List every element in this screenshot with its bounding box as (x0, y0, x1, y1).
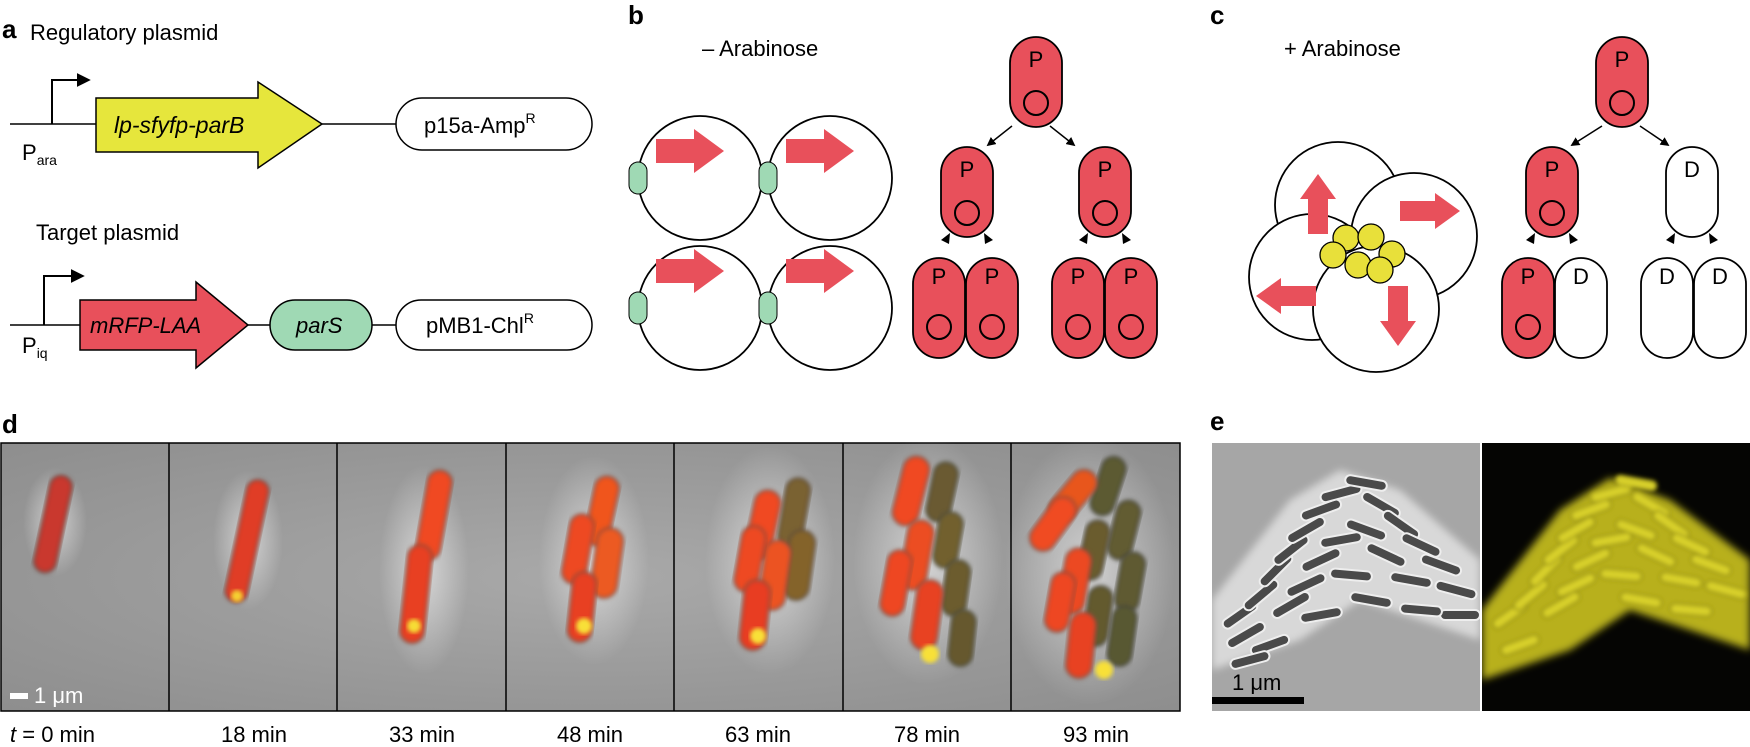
timelapse-frame-78min (853, 435, 1003, 685)
cell-gen1-right: D (1665, 146, 1719, 238)
timelapse-frame-48min (539, 455, 649, 665)
cell-gen2: P (1051, 257, 1105, 359)
svg-text:D: D (1573, 264, 1589, 289)
target-gene-arrow (79, 280, 250, 370)
panel-e-scale-label: 1 μm (1232, 670, 1281, 695)
cell-gen1-right: P (1078, 146, 1132, 238)
panel-e-letter: e (1210, 406, 1224, 436)
panel-b: b – Arabinose (628, 0, 1158, 371)
plasmid-circle (758, 115, 893, 241)
svg-text:D: D (1659, 264, 1675, 289)
cell-gen2: P (1501, 257, 1555, 359)
timelapse-frame-63min (705, 445, 835, 675)
panel-e-scale-bar (1212, 697, 1304, 704)
time-label-0: t = 0 min (10, 722, 95, 747)
pars-site-label: parS (295, 313, 343, 338)
time-label-5: 78 min (894, 722, 960, 747)
panel-c-letter: c (1210, 0, 1224, 30)
cell-gen2: P (965, 257, 1019, 359)
svg-text:P: P (1071, 264, 1086, 289)
svg-text:P: P (985, 264, 1000, 289)
svg-text:D: D (1712, 264, 1728, 289)
cell-gen2: D (1693, 257, 1747, 359)
panel-d-scale-bar (10, 693, 28, 699)
panel-a-letter: a (2, 14, 17, 44)
cell-gen0: P (1595, 36, 1649, 128)
target-backbone-label: pMB1-ChlR (426, 310, 534, 338)
cell-gen1-left: P (1525, 146, 1579, 238)
target-backbone-box (395, 299, 593, 351)
panel-a: a Regulatory plasmid Para lp-sfyfp-parB … (2, 14, 593, 370)
target-plasmid-title: Target plasmid (36, 220, 179, 245)
target-gene-label: mRFP-LAA (90, 313, 201, 338)
target-promoter-arrow (43, 269, 85, 325)
fluorescence-image (1482, 443, 1750, 711)
svg-text:P: P (1124, 264, 1139, 289)
cell-gen1-left: P (940, 146, 994, 238)
time-label-3: 48 min (557, 722, 623, 747)
panel-e: e (1210, 406, 1750, 711)
regulatory-backbone-label: p15a-AmpR (424, 110, 536, 138)
panel-d-scale-label: 1 μm (34, 683, 83, 708)
time-label-6: 93 min (1063, 722, 1129, 747)
regulatory-backbone-box (395, 97, 593, 151)
panel-c-condition: + Arabinose (1284, 36, 1401, 61)
panel-d: d (0, 409, 1181, 747)
lineage-tree-b: P P P P P (912, 36, 1158, 359)
plasmid-circle (758, 245, 893, 371)
cell-gen0: P (1009, 36, 1063, 128)
svg-text:P: P (1545, 157, 1560, 182)
timelapse-frame-0min (23, 467, 87, 577)
svg-text:P: P (932, 264, 947, 289)
plasmid-circle (628, 115, 763, 241)
regulatory-gene-label: lp-sfyfp-parB (114, 112, 244, 138)
svg-text:D: D (1684, 157, 1700, 182)
cell-gen2: P (912, 257, 966, 359)
regulatory-plasmid-title: Regulatory plasmid (30, 20, 218, 45)
lineage-tree-c: P P D P D (1501, 36, 1747, 359)
svg-text:P: P (1521, 264, 1536, 289)
regulatory-gene-arrow (95, 80, 324, 170)
timelapse-frame-33min (379, 465, 469, 675)
svg-text:P: P (1615, 47, 1630, 72)
panel-b-condition: – Arabinose (702, 36, 818, 61)
plasmid-circle (628, 245, 763, 371)
panel-d-letter: d (2, 409, 18, 439)
phase-contrast-image: 1 μm (1212, 443, 1480, 711)
time-label-4: 63 min (725, 722, 791, 747)
regulatory-promoter-label: Para (22, 140, 57, 168)
cell-gen2: D (1554, 257, 1608, 359)
plasmid-cluster (1248, 141, 1478, 373)
svg-text:P: P (960, 157, 975, 182)
cell-gen2: P (1104, 257, 1158, 359)
regulatory-promoter-arrow (51, 73, 91, 124)
timelapse-frame-93min (1005, 435, 1175, 705)
svg-text:P: P (1029, 47, 1044, 72)
time-label-2: 33 min (389, 722, 455, 747)
panel-b-letter: b (628, 0, 644, 30)
time-label-1: 18 min (221, 722, 287, 747)
panel-c: c + Arabinose (1210, 0, 1747, 373)
svg-text:P: P (1098, 157, 1113, 182)
target-promoter-label: Piq (22, 333, 48, 361)
cell-gen2: D (1640, 257, 1694, 359)
timelapse-frame-18min (213, 470, 283, 610)
